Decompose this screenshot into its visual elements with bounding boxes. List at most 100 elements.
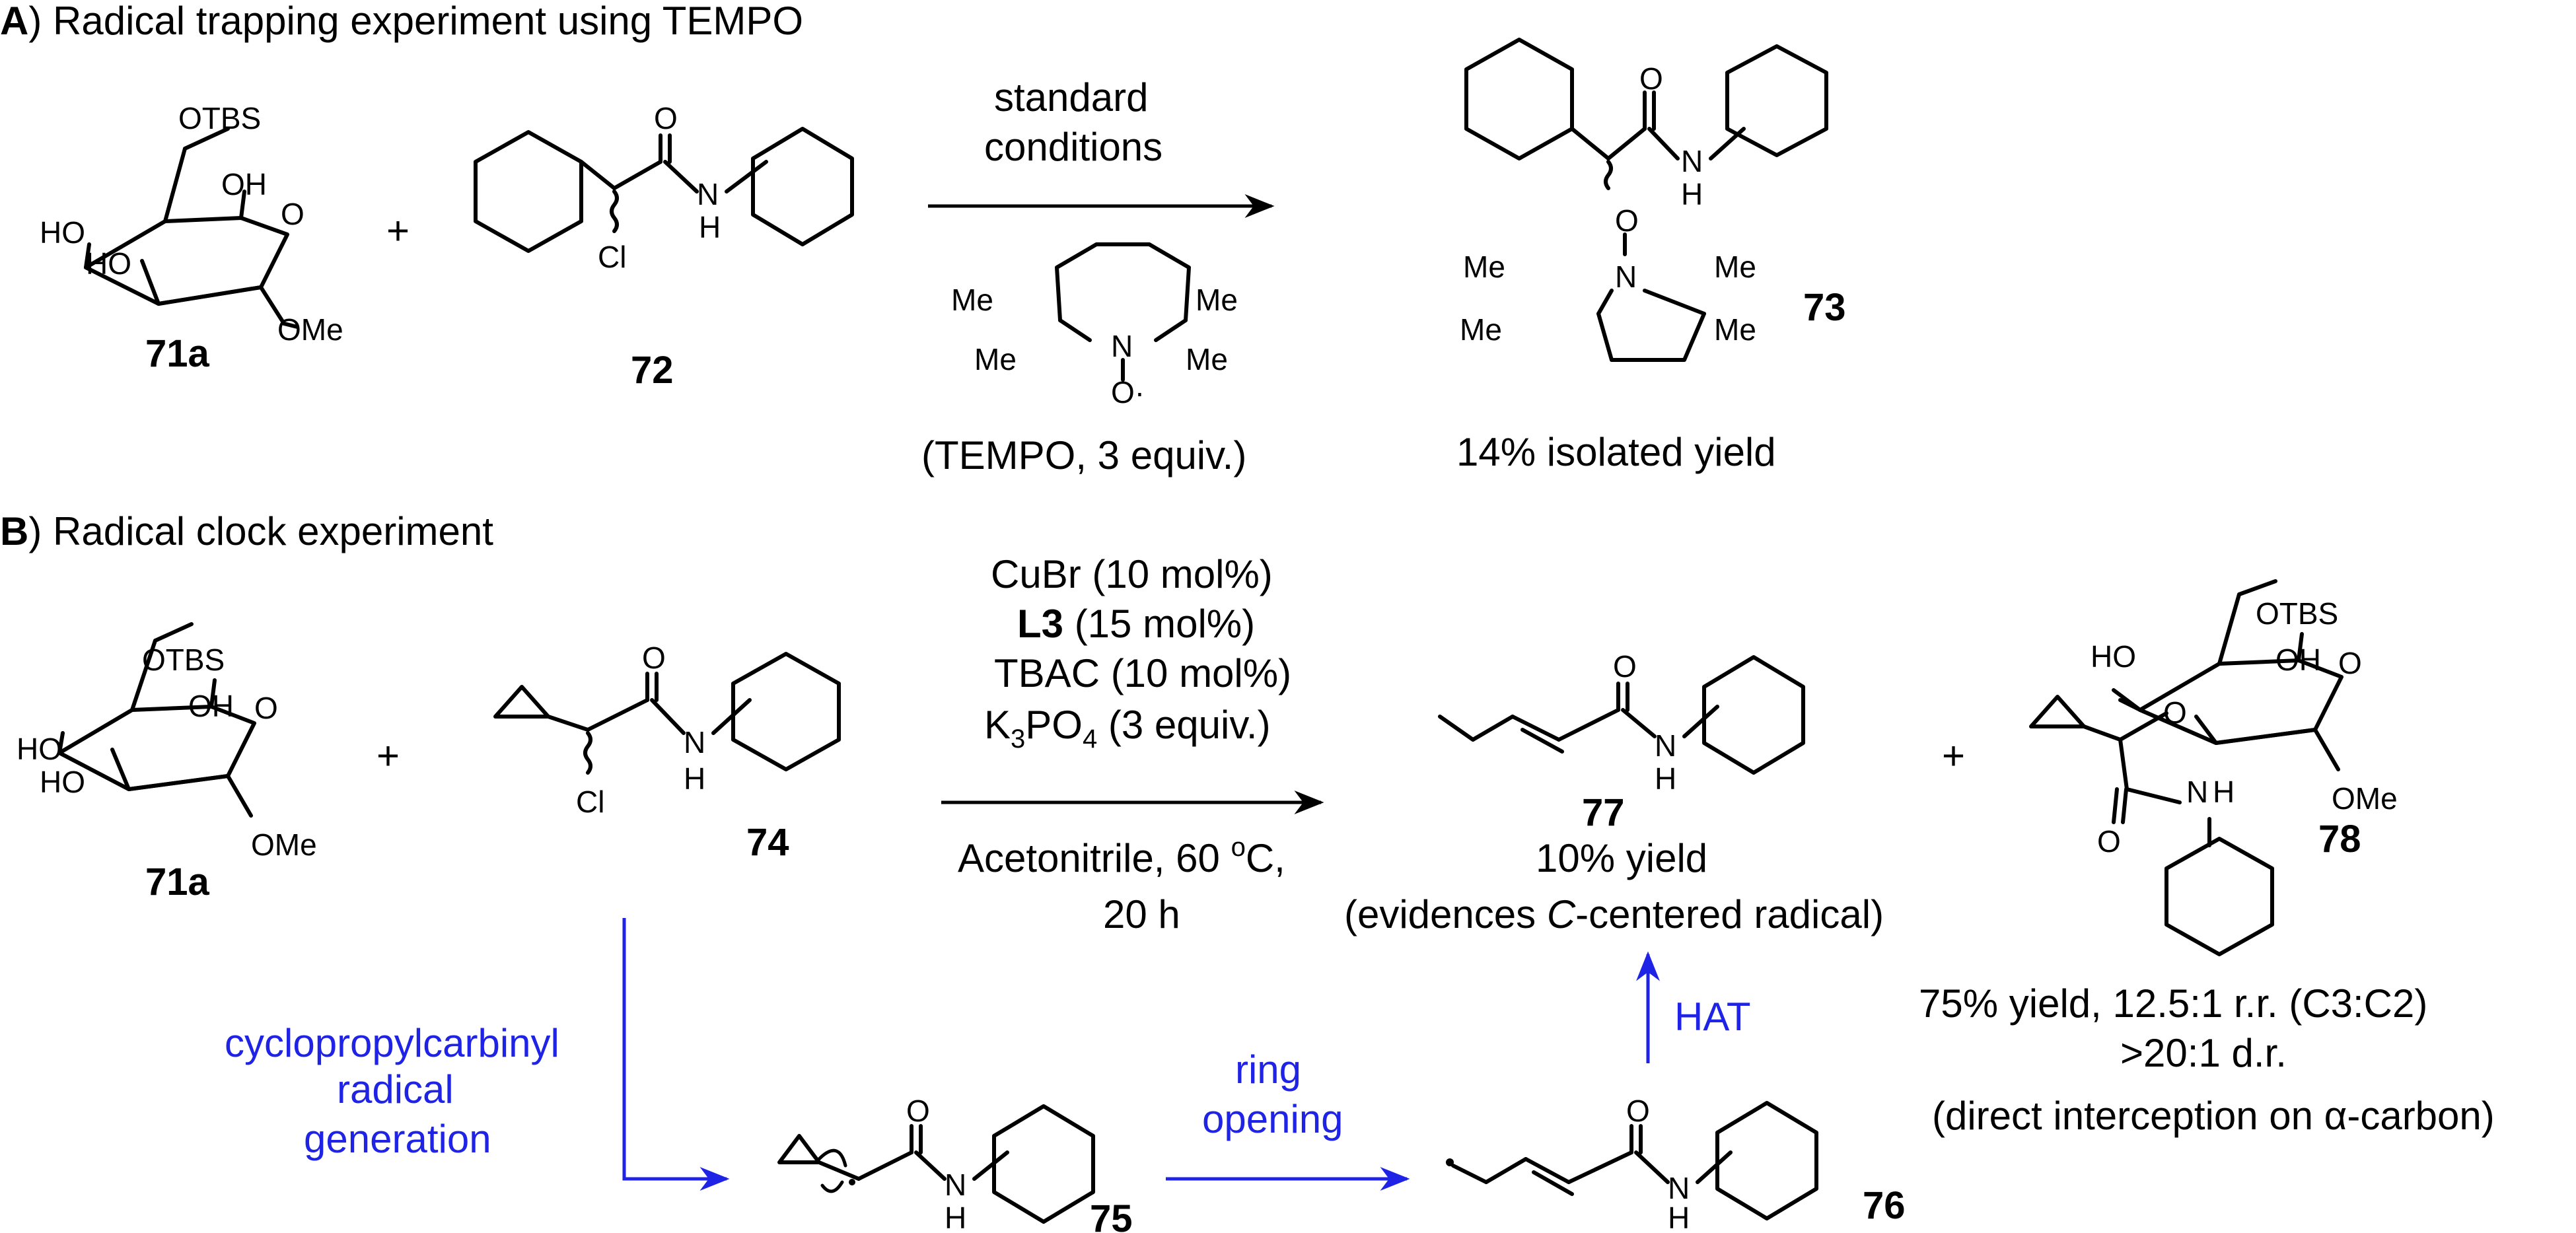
atom-me: Me [974, 342, 1017, 376]
label-73: 73 [1803, 286, 1846, 329]
conditions-base: K3PO4 (3 equiv.) [984, 703, 1271, 754]
product-73-yield: 14% isolated yield [1456, 430, 1776, 474]
atom-n: N [684, 725, 705, 759]
mechanism-step-1-line-1: cyclopropylcarbinyl [225, 1021, 559, 1065]
mechanism-step-3: HAT [1674, 995, 1751, 1039]
atom-oh: OH [2275, 643, 2321, 677]
atom-ome: OMe [251, 828, 317, 862]
atom-o-ring: O [254, 691, 278, 725]
product-78-note: (direct interception on α-carbon) [1932, 1094, 2495, 1138]
section-a: A) Radical trapping experiment using TEM… [0, 0, 1846, 477]
atom-n: N [2186, 775, 2208, 809]
atom-oh: OH [188, 689, 234, 723]
label-72: 72 [631, 349, 674, 392]
atom-me: Me [1463, 250, 1505, 284]
atom-h: H [1668, 1201, 1690, 1233]
label-71a: 71a [145, 332, 210, 375]
tempo-structure: Me Me Me Me N O· [951, 242, 1238, 409]
atom-n: N [1668, 1171, 1690, 1205]
atom-o-ring: O [2338, 646, 2362, 680]
tempo-caption: (TEMPO, 3 equiv.) [921, 433, 1246, 477]
atom-me: Me [1714, 312, 1756, 347]
label-74: 74 [746, 821, 789, 864]
atom-ome: OMe [2332, 781, 2398, 816]
atom-oh: OH [221, 167, 267, 201]
atom-otbs: OTBS [178, 101, 261, 135]
atom-o: O [654, 101, 678, 135]
atom-h: H [2213, 775, 2235, 809]
conditions-cubr: CuBr (10 mol%) [991, 552, 1273, 596]
compound-74: O N H Cl 74 [493, 641, 841, 864]
atom-ome: OMe [277, 312, 343, 347]
section-a-heading: A) Radical trapping experiment using TEM… [0, 0, 803, 43]
product-78-dr: >20:1 d.r. [2120, 1031, 2287, 1075]
atom-n: N [1655, 728, 1676, 763]
label-71a: 71a [145, 861, 210, 903]
atom-me: Me [1186, 342, 1228, 376]
compound-72: O N H Cl 72 [474, 101, 854, 392]
atom-ho: HO [2091, 639, 2136, 674]
atom-n: N [697, 177, 719, 211]
product-77-yield: 10% yield [1536, 836, 1707, 880]
atom-o: O [2097, 824, 2121, 859]
mechanism-arrow-1 [622, 918, 730, 1191]
atom-ho: HO [17, 732, 62, 766]
atom-o: O [1613, 649, 1637, 684]
mechanism-step-1-line-3: generation [304, 1117, 491, 1161]
atom-h: H [945, 1201, 966, 1233]
section-b-letter: B [0, 509, 28, 553]
atom-o-ring: O [281, 197, 304, 231]
compound-73: O N H O N Me Me Me Me 73 [1460, 38, 1846, 362]
atom-h: H [684, 761, 705, 796]
atom-h: H [1655, 761, 1676, 796]
atom-me: Me [1196, 283, 1238, 317]
atom-h: H [1681, 177, 1703, 211]
atom-o-link: O [1615, 203, 1639, 238]
atom-me: Me [1714, 250, 1756, 284]
conditions-line-2: conditions [984, 125, 1163, 169]
mechanism-step-1-line-2: radical [337, 1067, 454, 1111]
mechanism-pathway: cyclopropylcarbinyl radical generation O… [225, 918, 1906, 1233]
atom-ho: HO [40, 215, 85, 250]
section-a-title: ) Radical trapping experiment using TEMP… [28, 0, 803, 43]
atom-o-radical: O· [1111, 375, 1145, 409]
atom-n-ring: N [1615, 260, 1637, 294]
conditions-solvent: Acetonitrile, 60 oC, [958, 833, 1285, 880]
label-76: 76 [1863, 1184, 1906, 1227]
atom-o-link: O [2163, 695, 2187, 730]
compound-71a-b: OTBS OH O HO HO OMe 71a [17, 622, 317, 903]
atom-h: H [699, 210, 721, 244]
product-78-yield: 75% yield, 12.5:1 r.r. (C3:C2) [1919, 981, 2427, 1026]
mechanism-step-2-line-1: ring [1235, 1047, 1301, 1092]
atom-o: O [642, 641, 666, 675]
intermediate-75: O N H 75 [777, 1094, 1133, 1233]
section-b-heading: B) Radical clock experiment [0, 509, 493, 553]
atom-n: N [1111, 329, 1133, 363]
atom-o: O [906, 1094, 930, 1128]
atom-o: O [1639, 61, 1663, 96]
atom-otbs: OTBS [142, 643, 225, 677]
atom-cl: Cl [576, 785, 604, 819]
plus-sign: + [376, 734, 400, 778]
product-77-note: (evidences C-centered radical) [1344, 892, 1884, 936]
atom-me: Me [951, 283, 993, 317]
atom-ho: HO [86, 246, 131, 281]
conditions-ligand: L3 (15 mol%) [1017, 602, 1255, 646]
section-b: B) Radical clock experiment OTBS OH O HO… [0, 509, 2495, 1233]
label-77: 77 [1582, 791, 1625, 834]
mechanism-step-2-line-2: opening [1202, 1097, 1343, 1141]
atom-otbs: OTBS [2256, 596, 2338, 631]
compound-71a-a: OTBS OH O HO HO OMe 71a [40, 101, 343, 375]
atom-cl: Cl [598, 240, 626, 274]
label-75: 75 [1090, 1197, 1133, 1233]
conditions-tbac: TBAC (10 mol%) [994, 651, 1291, 695]
compound-77: O N H 77 [1438, 649, 1805, 834]
atom-o: O [1626, 1094, 1650, 1128]
plus-sign: + [386, 209, 410, 253]
intermediate-76: O N H 76 [1446, 1094, 1906, 1233]
label-78: 78 [2318, 818, 2361, 861]
section-b-title: ) Radical clock experiment [28, 509, 493, 553]
conditions-line-1: standard [994, 75, 1149, 120]
compound-78: OTBS HO OH O O OMe O N H 78 [2029, 579, 2398, 956]
